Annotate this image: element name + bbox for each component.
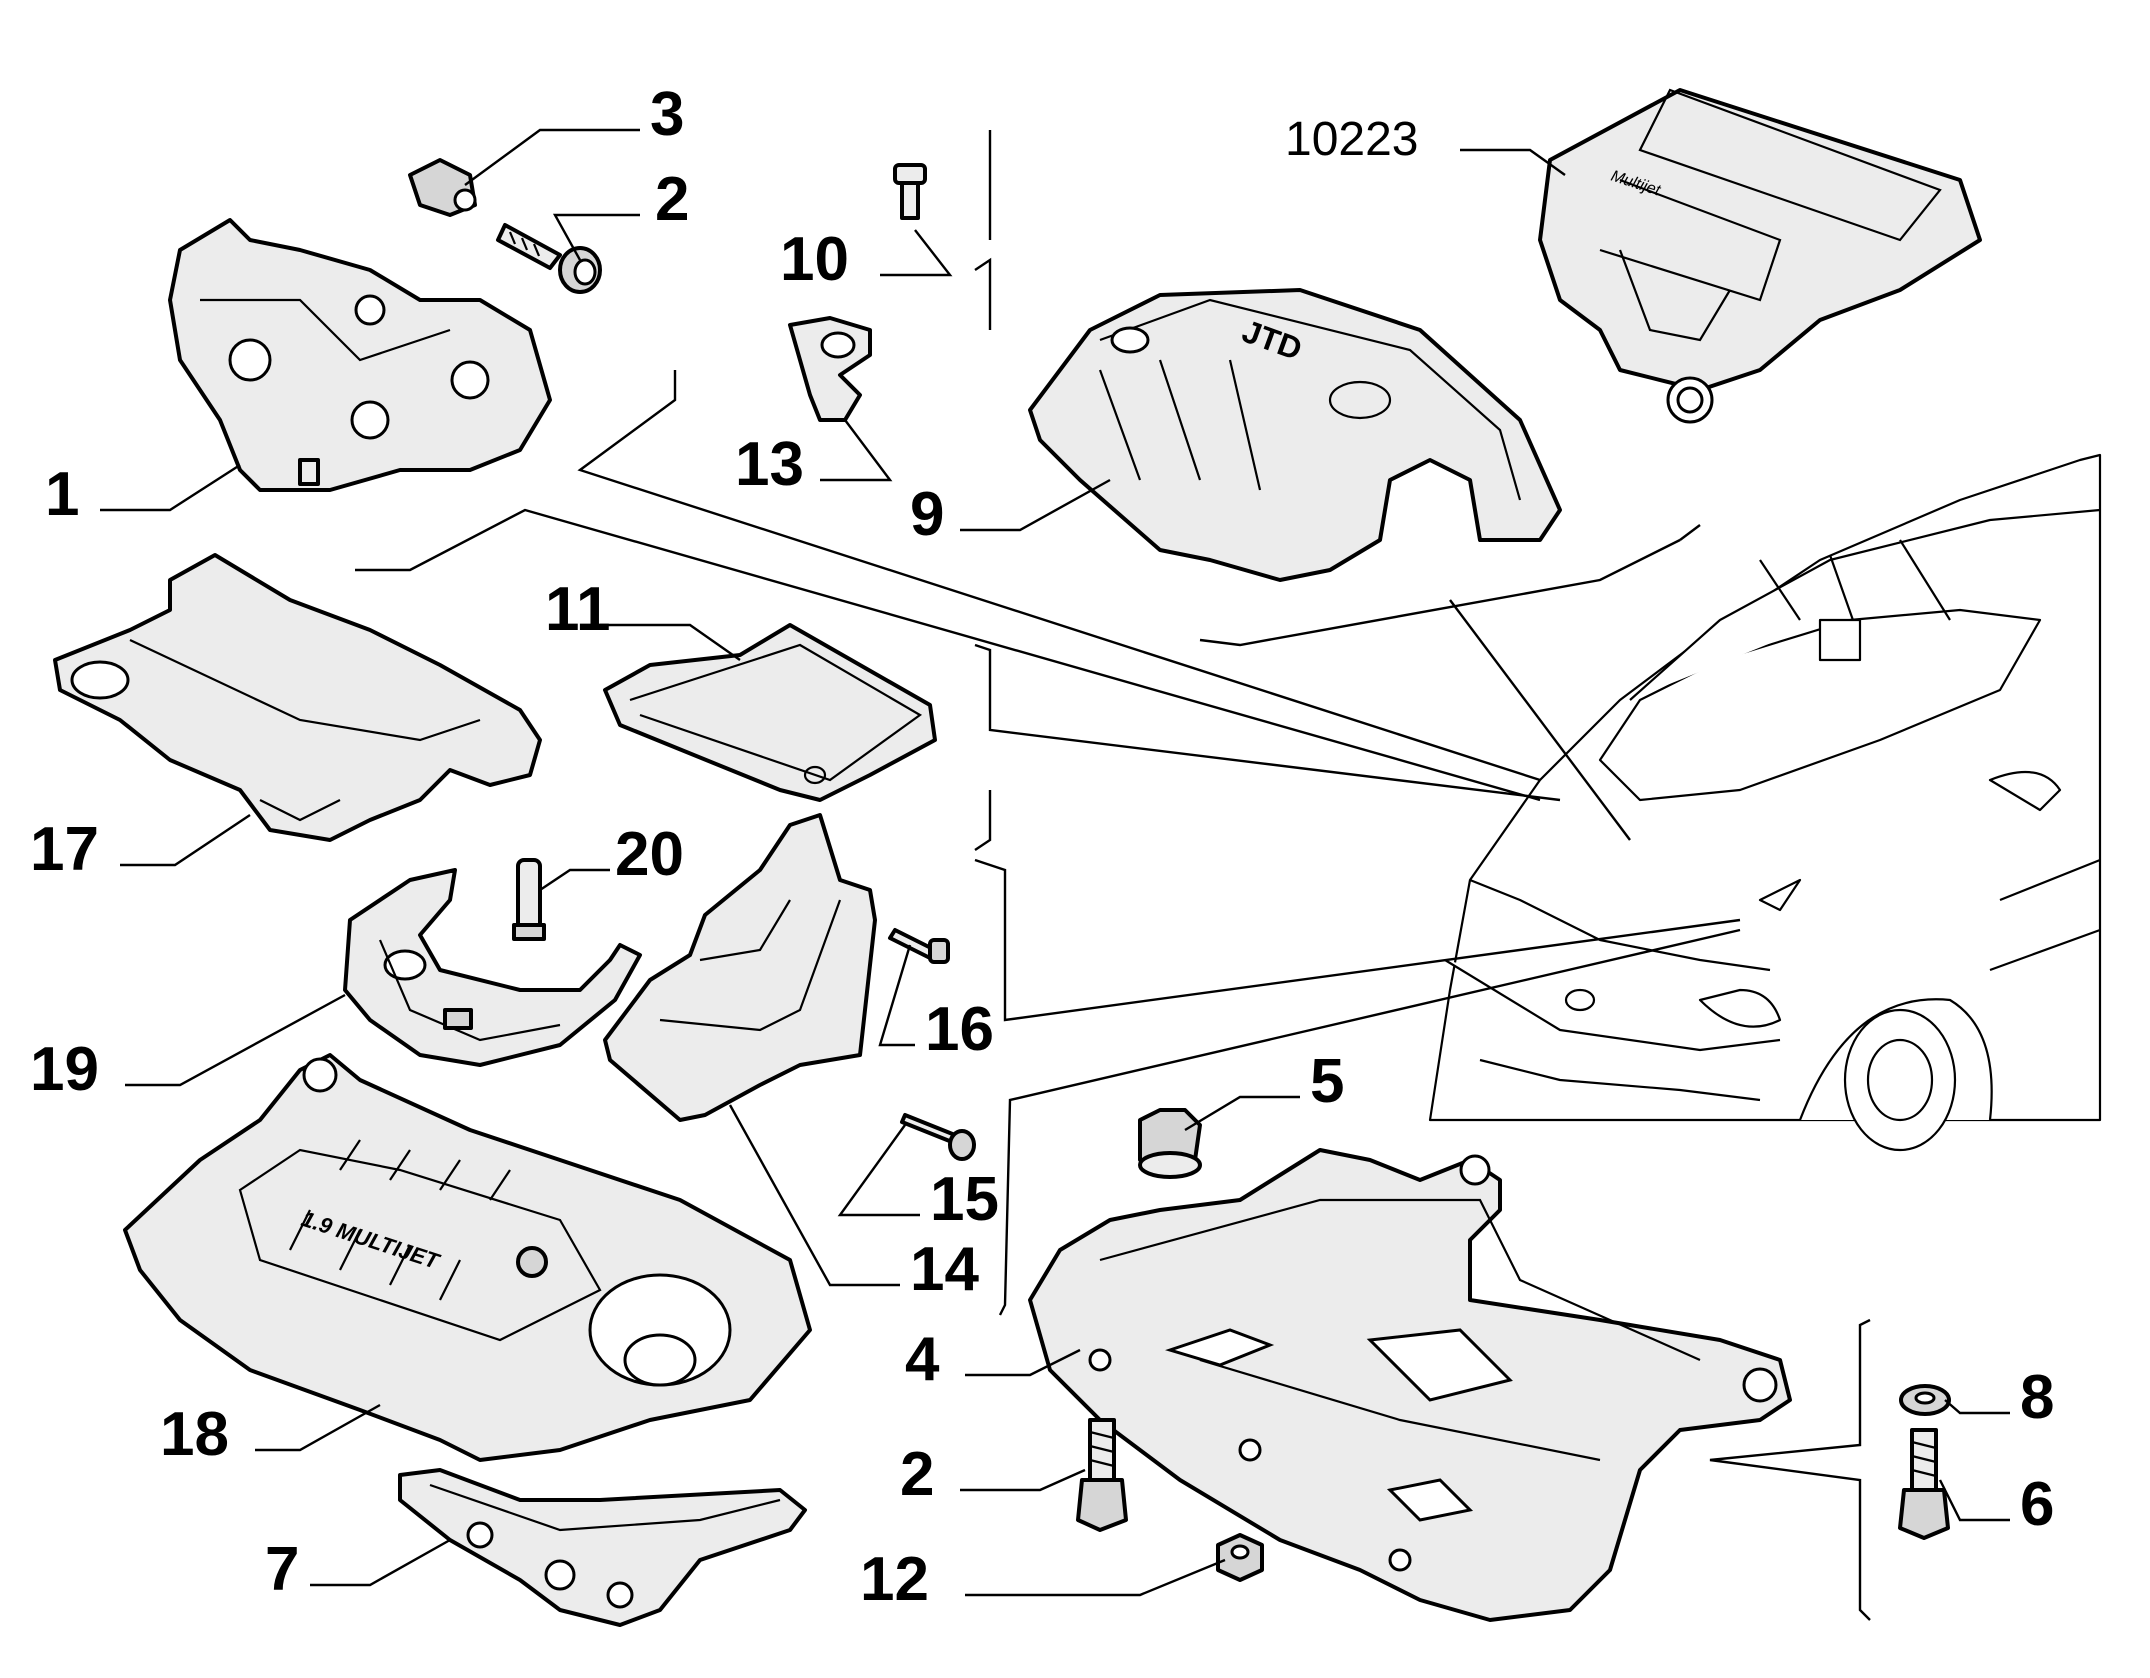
- part-10-screw: [893, 163, 927, 220]
- part-4-underbody-shield: [1028, 1148, 1792, 1622]
- callout-10: 10: [780, 225, 849, 294]
- part-17-lower-cover: [53, 553, 542, 842]
- callout-13: 13: [735, 430, 804, 499]
- callout-6: 6: [2020, 1470, 2054, 1539]
- part-16-screw: [888, 928, 950, 964]
- callout-1: 1: [45, 460, 79, 529]
- part-6-bolt: [1898, 1428, 1950, 1540]
- callout-2-bottom: 2: [900, 1440, 934, 1509]
- callout-19: 19: [30, 1035, 99, 1104]
- part-5-nut: [1138, 1108, 1202, 1179]
- callout-9: 9: [910, 480, 944, 549]
- leader-lines: [100, 128, 2010, 1621]
- callout-10223: 10223: [1285, 113, 1418, 166]
- part-18-engine-cover: 1.9 MULTIJET: [123, 1053, 812, 1462]
- part-11-tray: [603, 623, 937, 802]
- part-2-bolt-top: [496, 223, 602, 294]
- callout-2-top: 2: [655, 165, 689, 234]
- part-13-grommet: [788, 316, 872, 422]
- part-1-heat-shield: [168, 218, 552, 492]
- part-2-bolt-bottom: [1076, 1418, 1128, 1532]
- part-12-nut: [1216, 1533, 1264, 1582]
- part-10223-engine-cover: Multijet: [1538, 88, 1982, 424]
- callout-8: 8: [2020, 1363, 2054, 1432]
- part-9-engine-cover: JTD: [1028, 288, 1562, 582]
- part-8-washer: [1899, 1384, 1951, 1416]
- callout-labels: 1 3 2 10 13 9 10223 11 17 20 19 16 15 14…: [30, 80, 2054, 1614]
- callout-17: 17: [30, 815, 99, 884]
- part-14-air-duct: [603, 813, 877, 1122]
- callout-16: 16: [925, 995, 994, 1064]
- part-20-spacer: [512, 858, 546, 941]
- callout-3: 3: [650, 80, 684, 149]
- callout-14: 14: [910, 1235, 979, 1304]
- callout-12: 12: [860, 1545, 929, 1614]
- callout-11: 11: [545, 575, 611, 644]
- callout-7: 7: [265, 1535, 299, 1604]
- callout-20: 20: [615, 820, 684, 889]
- part-15-pin: [900, 1113, 976, 1161]
- callout-18: 18: [160, 1400, 229, 1469]
- part-19-bracket: [343, 868, 642, 1067]
- part-3-clip: [408, 158, 477, 217]
- car-front-view: [1428, 453, 2102, 1152]
- part-7-bracket: [398, 1468, 807, 1627]
- callout-4: 4: [905, 1325, 940, 1394]
- callout-5: 5: [1310, 1047, 1344, 1116]
- callout-15: 15: [930, 1165, 999, 1234]
